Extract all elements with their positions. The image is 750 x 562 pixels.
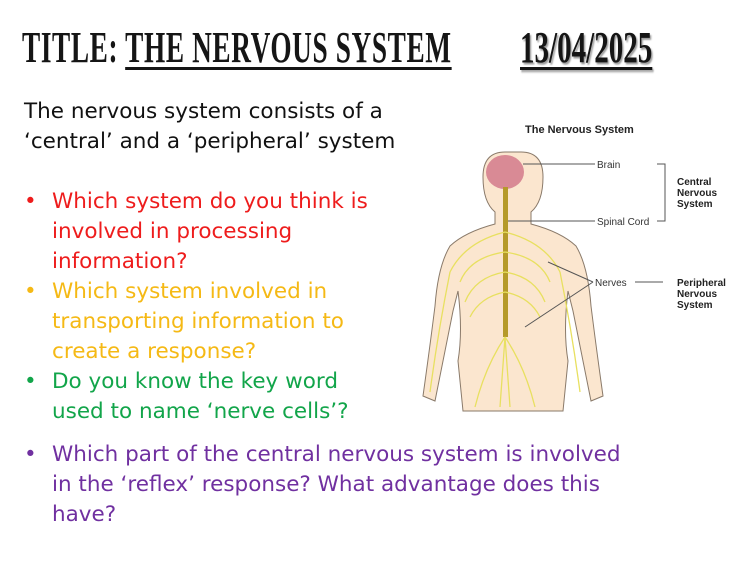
question-line: Which part of the central nervous system… [52,442,621,467]
question-line: in the ‘reflex’ response? What advantage… [52,472,600,497]
question-line: Which system involved in [52,279,328,304]
label-spinal-cord: Spinal Cord [597,217,649,228]
question-line: transporting information to [52,309,344,334]
intro-line: ‘central’ and a ‘peripheral’ system [24,129,396,154]
nervous-system-diagram: The Nervous System Brain Spinal Cord Ner… [422,124,726,412]
slide-title: TITLE: THE NERVOUS SYSTEM [22,22,452,72]
bullet-icon: • [24,189,37,214]
label-line: Nervous [677,188,717,199]
bullet-icon: • [24,369,37,394]
diagram-title: The Nervous System [525,124,634,136]
question-line: have? [52,502,117,527]
label-line: Central [677,177,712,188]
question-nerve-cells: • Do you know the key word used to name ‘n… [24,367,368,427]
bullet-icon: • [24,279,37,304]
title-prefix: TITLE: [22,23,119,72]
label-line: System [677,199,713,210]
label-line: System [677,300,713,311]
label-brain: Brain [597,160,620,171]
intro-line: The nervous system consists of a [24,99,383,124]
body-illustration [422,151,604,412]
question-reflex: • Which part of the central nervous syste… [24,440,621,530]
slide-date: 13/04/2025 [520,23,653,72]
question-line: involved in processing [52,219,293,244]
question-processing: • Which system do you think is involved in… [24,187,368,277]
question-transporting: • Which system involved in transporting in… [24,277,368,367]
brain-icon [486,155,524,189]
label-nerves: Nerves [595,278,627,289]
question-line: information? [52,249,188,274]
title-text: THE NERVOUS SYSTEM [125,23,452,72]
bullet-icon: • [24,442,37,467]
question-list-bottom: • Which part of the central nervous syste… [24,440,621,530]
label-line: Nervous [677,289,717,300]
question-list: • Which system do you think is involved in… [24,187,368,427]
label-cns: Central Nervous System [677,177,717,210]
intro-text: The nervous system consists of a ‘centra… [24,97,395,157]
label-line: Peripheral [677,278,726,289]
question-line: used to name ‘nerve cells’? [52,399,349,424]
question-line: create a response? [52,339,257,364]
question-line: Do you know the key word [52,369,338,394]
label-pns: Peripheral Nervous System [677,278,726,311]
question-line: Which system do you think is [52,189,368,214]
